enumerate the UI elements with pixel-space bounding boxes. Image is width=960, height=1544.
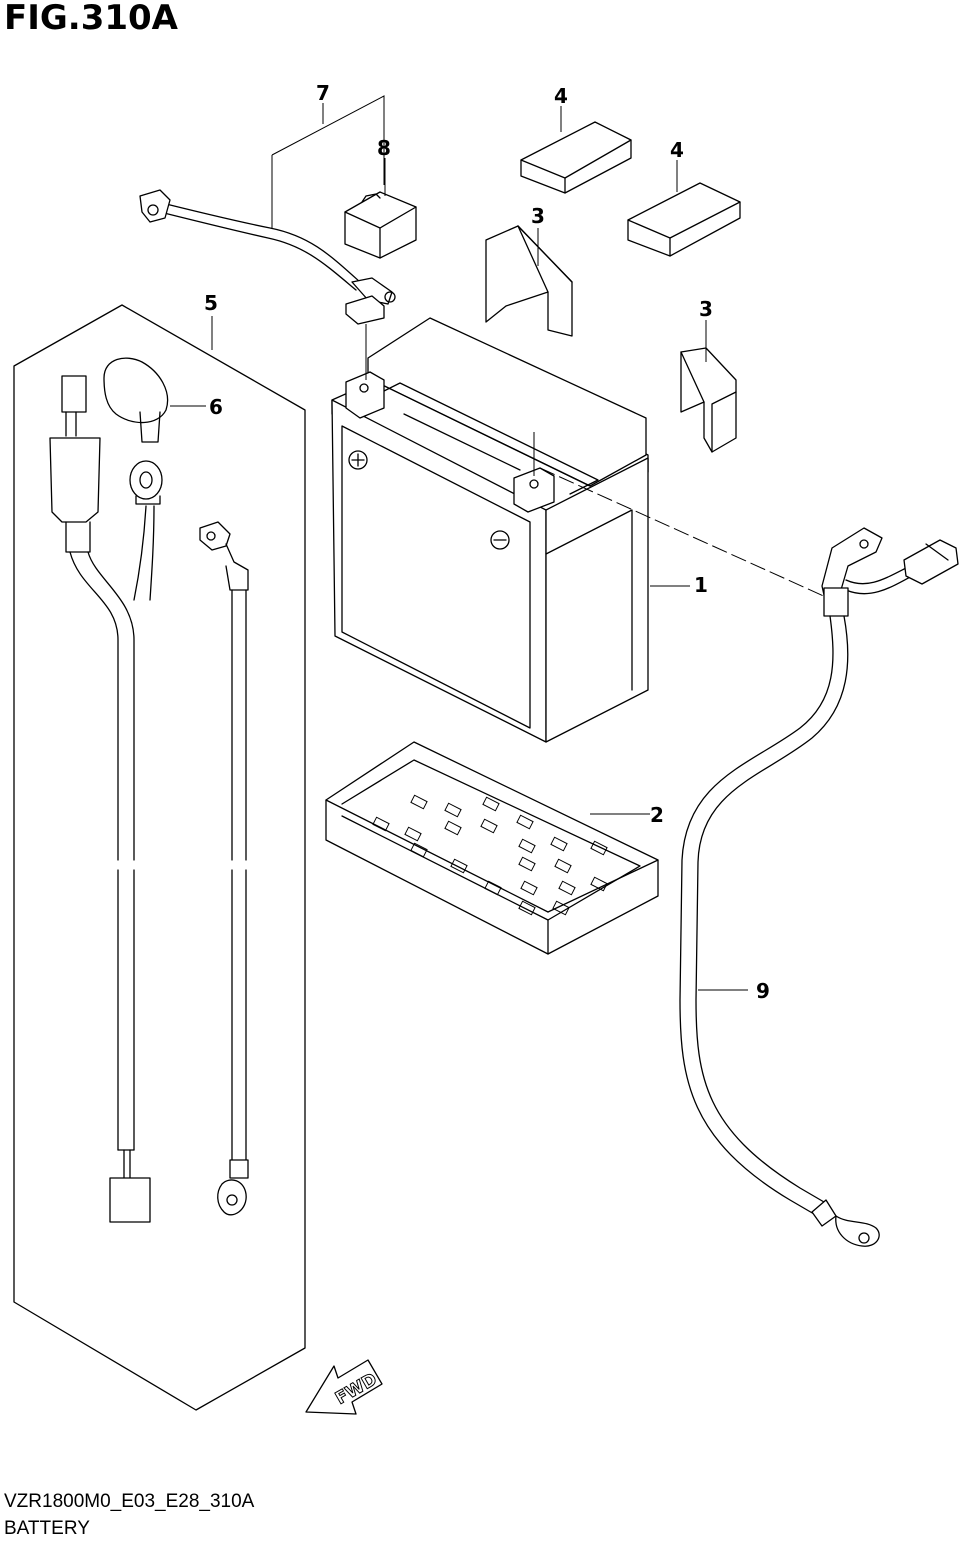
part-5-harness-frame <box>13 304 306 1411</box>
callout-2: 2 <box>650 803 664 827</box>
part-5-ground-lead[interactable] <box>199 521 249 1216</box>
figure-code: VZR1800M0_E03_E28_310A <box>4 1491 255 1512</box>
callout-8: 8 <box>377 136 391 160</box>
part-6-cap[interactable] <box>103 357 206 443</box>
figure-title: FIG.310A <box>4 0 178 38</box>
callouts: 7 8 4 4 3 3 5 6 1 2 9 <box>204 81 770 1003</box>
part-7-battery-cable[interactable] <box>139 189 396 325</box>
callout-5: 5 <box>204 291 218 315</box>
part-4-pad-left[interactable] <box>520 121 632 194</box>
callout-6: 6 <box>209 395 223 419</box>
callout-4b: 4 <box>670 138 684 162</box>
part-8-terminal-cover[interactable] <box>344 191 417 259</box>
callout-7: 7 <box>316 81 330 105</box>
figure-name: BATTERY <box>4 1518 90 1539</box>
part-3-bracket-lower[interactable] <box>680 347 737 453</box>
part-1-battery[interactable] <box>331 317 649 743</box>
part-2-battery-tray[interactable] <box>325 741 659 955</box>
part-9-cable[interactable] <box>679 527 959 1247</box>
callout-9: 9 <box>756 979 770 1003</box>
callout-3b: 3 <box>699 297 713 321</box>
callout-bracket-7-8 <box>271 95 385 228</box>
leader-lines-battery <box>365 324 829 599</box>
callout-4a: 4 <box>554 84 568 108</box>
callout-3a: 3 <box>531 204 545 228</box>
part-4-pad-right[interactable] <box>627 182 741 257</box>
part-5-wire-harness[interactable] <box>49 375 163 1223</box>
fwd-arrow-icon: FWD <box>305 1359 383 1415</box>
part-3-bracket-upper[interactable] <box>485 225 573 337</box>
callout-leaders <box>322 103 707 362</box>
callout-1: 1 <box>694 573 708 597</box>
